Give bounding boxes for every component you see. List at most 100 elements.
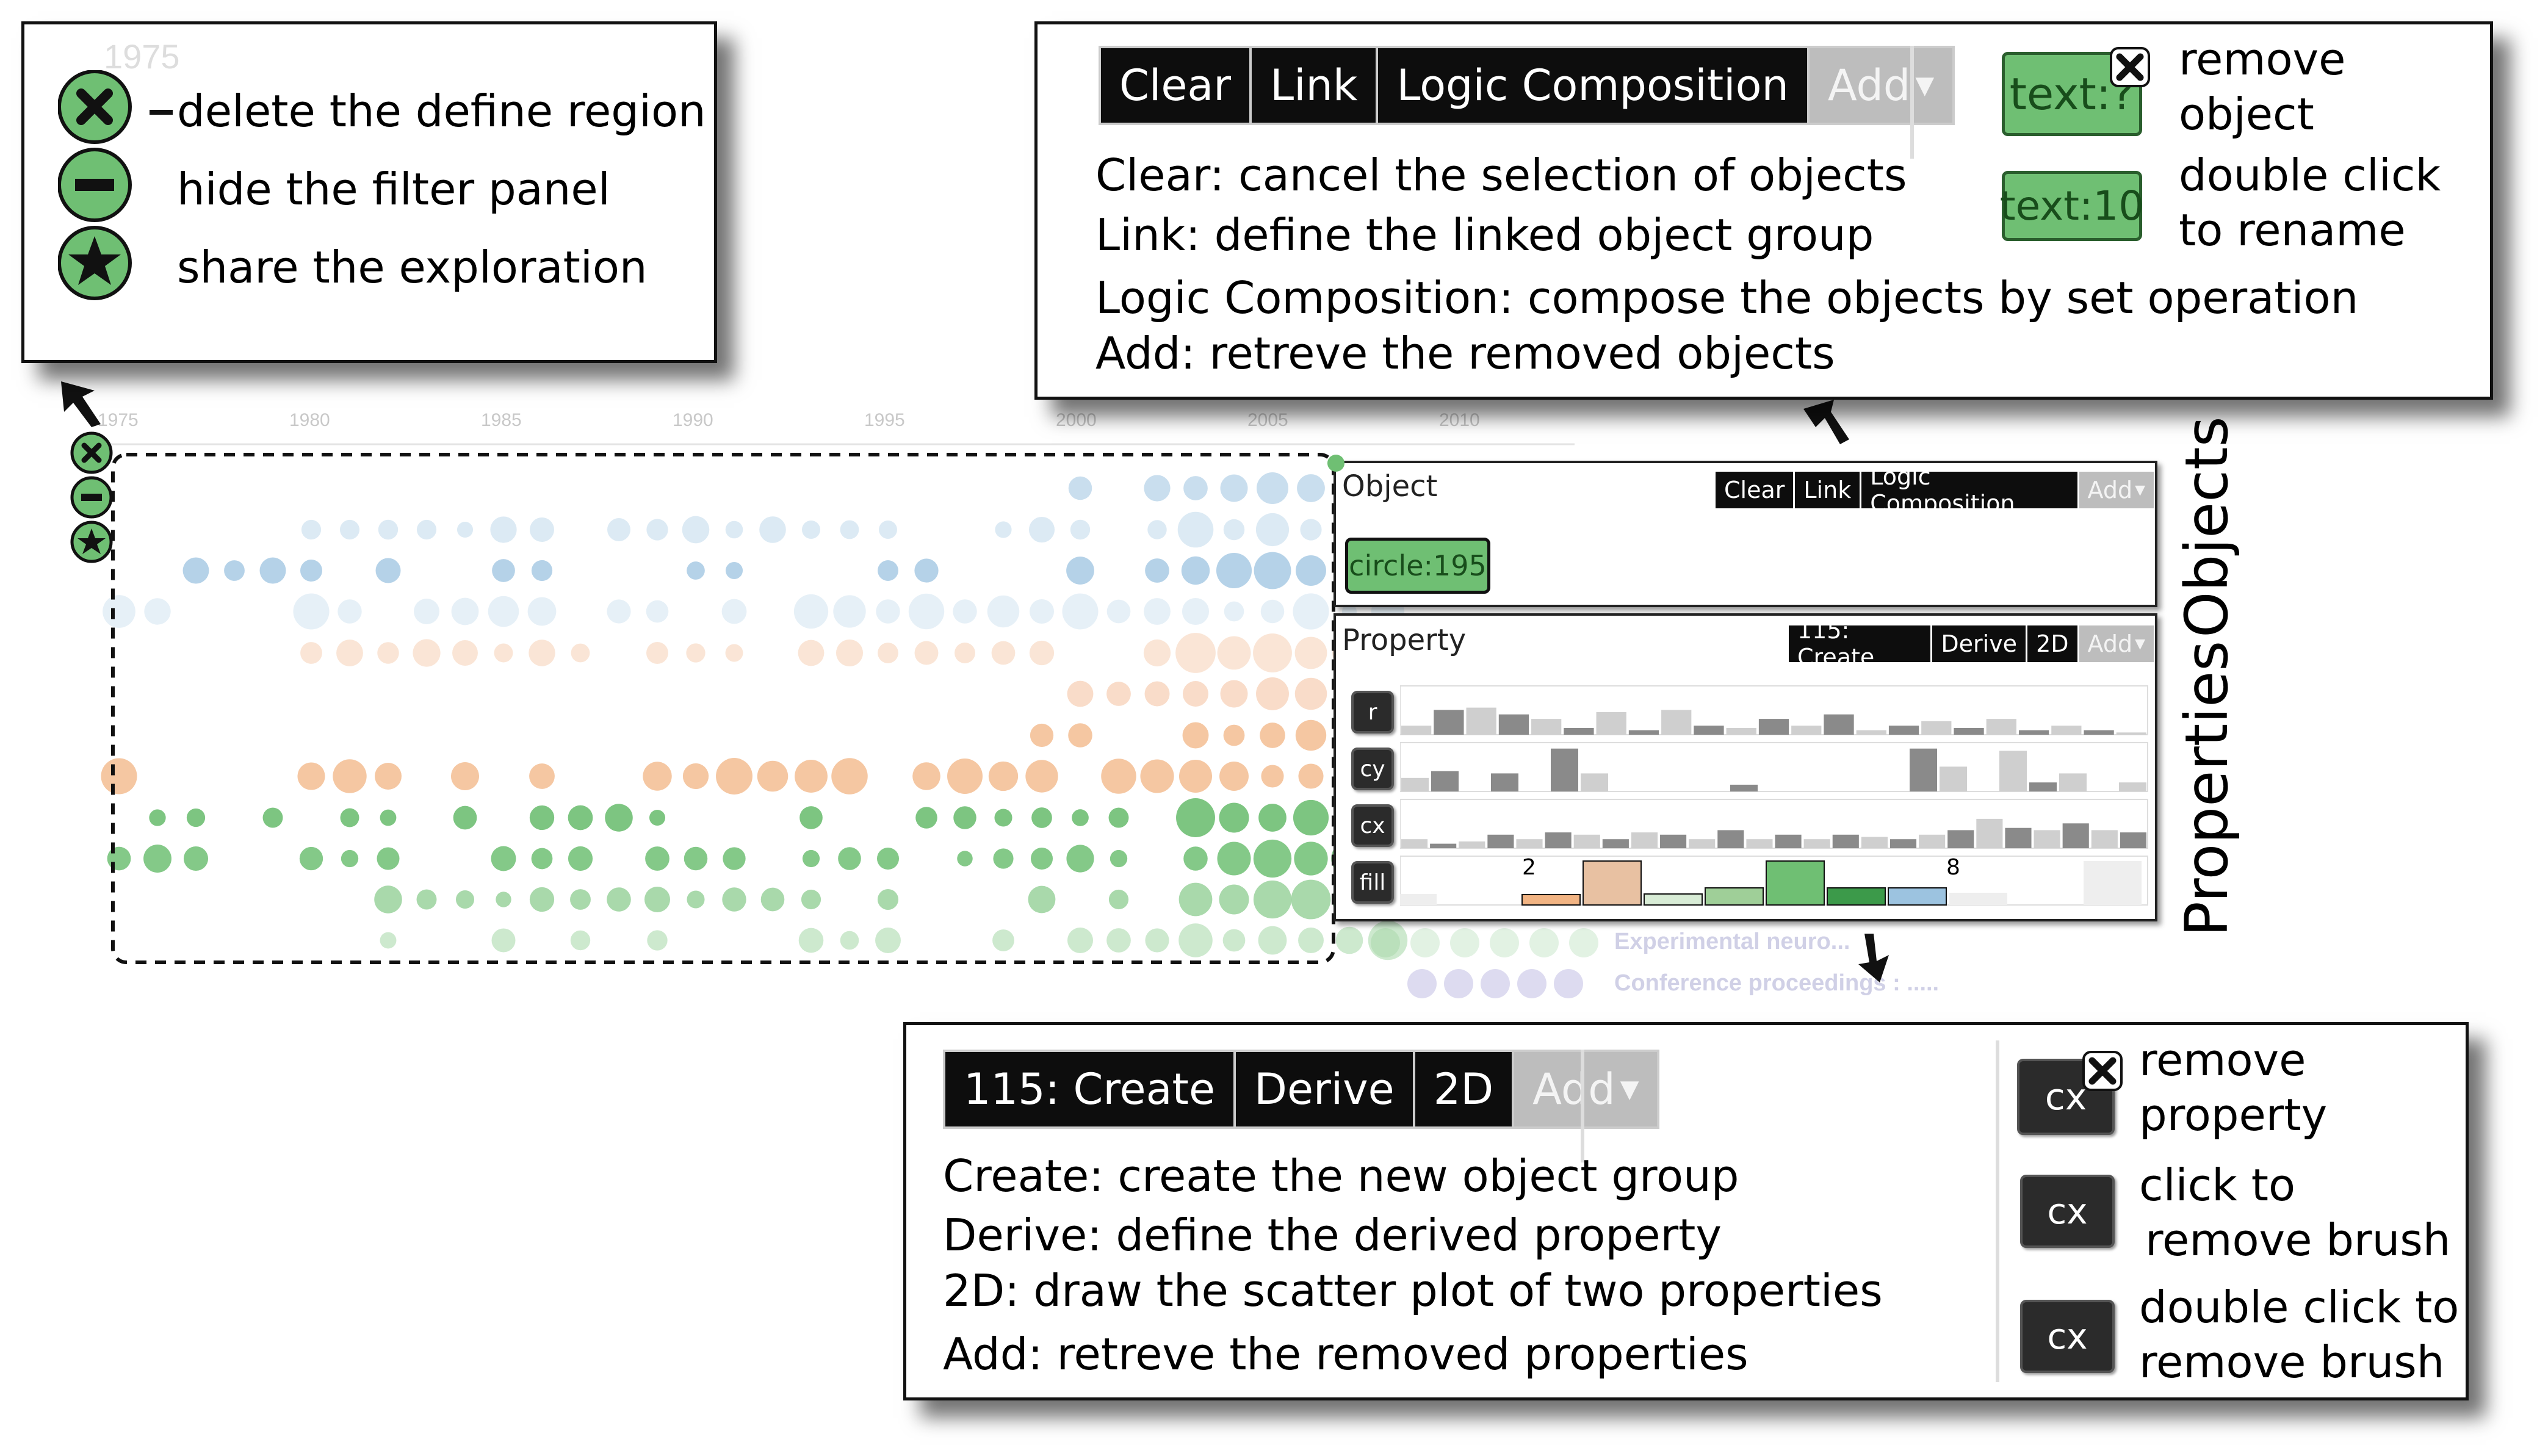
data-dot[interactable] bbox=[799, 806, 823, 829]
data-dot[interactable] bbox=[1260, 599, 1285, 624]
data-dot[interactable] bbox=[759, 516, 786, 543]
histogram-bar[interactable] bbox=[1986, 719, 2016, 735]
data-dot[interactable] bbox=[1144, 475, 1171, 502]
data-dot[interactable] bbox=[107, 846, 131, 871]
data-dot[interactable] bbox=[1066, 557, 1094, 585]
histogram-bar[interactable] bbox=[1631, 832, 1658, 848]
data-dot[interactable] bbox=[374, 885, 402, 914]
data-dot[interactable] bbox=[646, 642, 668, 664]
data-dot[interactable] bbox=[1298, 763, 1324, 789]
data-dot[interactable] bbox=[1256, 472, 1289, 505]
data-dot[interactable] bbox=[1178, 923, 1213, 957]
data-dot[interactable] bbox=[1031, 807, 1052, 828]
data-dot[interactable] bbox=[571, 643, 590, 663]
histogram-bar[interactable] bbox=[2119, 782, 2146, 791]
close-icon[interactable] bbox=[2109, 46, 2151, 88]
histogram-bar[interactable] bbox=[1581, 773, 1608, 791]
data-dot[interactable] bbox=[875, 928, 901, 953]
data-dot[interactable] bbox=[953, 806, 976, 829]
data-dot[interactable] bbox=[987, 595, 1020, 628]
data-dot[interactable] bbox=[1143, 639, 1171, 667]
data-dot[interactable] bbox=[1176, 798, 1215, 837]
data-dot[interactable] bbox=[527, 597, 557, 626]
histogram-bar[interactable] bbox=[1459, 841, 1485, 848]
histogram-bar[interactable] bbox=[1401, 726, 1432, 735]
data-dot[interactable] bbox=[1177, 511, 1214, 548]
histogram-bar[interactable] bbox=[1775, 834, 1802, 848]
data-dot[interactable] bbox=[377, 847, 400, 870]
data-dot[interactable] bbox=[1068, 723, 1092, 748]
histogram-bar[interactable] bbox=[2062, 823, 2089, 848]
data-dot[interactable] bbox=[716, 758, 752, 795]
data-dot[interactable] bbox=[1028, 885, 1056, 914]
data-dot[interactable] bbox=[1220, 474, 1248, 502]
delete-region-button[interactable] bbox=[70, 431, 113, 474]
fill-bin[interactable] bbox=[1644, 893, 1703, 906]
derive-button[interactable]: Derive bbox=[1236, 1052, 1413, 1126]
data-dot[interactable] bbox=[995, 521, 1012, 538]
data-dot[interactable] bbox=[1217, 636, 1251, 670]
clear-button[interactable]: Clear bbox=[1101, 48, 1250, 123]
data-dot[interactable] bbox=[646, 600, 669, 623]
close-icon[interactable] bbox=[2081, 1050, 2124, 1092]
property-tag-r[interactable]: r bbox=[1351, 691, 1394, 733]
data-dot[interactable] bbox=[529, 805, 555, 831]
data-dot[interactable] bbox=[530, 517, 554, 542]
data-dot[interactable] bbox=[994, 809, 1012, 827]
histogram-bar[interactable] bbox=[2059, 773, 2087, 791]
data-dot[interactable] bbox=[1410, 928, 1440, 957]
data-dot[interactable] bbox=[1219, 802, 1249, 833]
histogram-bar[interactable] bbox=[1401, 839, 1428, 848]
data-dot[interactable] bbox=[1517, 969, 1546, 998]
data-dot[interactable] bbox=[1294, 636, 1327, 669]
data-dot[interactable] bbox=[1178, 882, 1213, 917]
data-dot[interactable] bbox=[605, 804, 633, 832]
data-dot[interactable] bbox=[1296, 555, 1326, 586]
histogram-bar[interactable] bbox=[1803, 839, 1830, 848]
histogram-bar[interactable] bbox=[1999, 751, 2027, 791]
data-dot[interactable] bbox=[186, 808, 206, 827]
data-dot[interactable] bbox=[1224, 601, 1244, 622]
data-dot[interactable] bbox=[686, 643, 706, 663]
data-dot[interactable] bbox=[259, 557, 286, 584]
data-dot[interactable] bbox=[101, 758, 137, 795]
data-dot[interactable] bbox=[801, 520, 821, 539]
data-dot[interactable] bbox=[644, 886, 671, 913]
data-dot[interactable] bbox=[725, 521, 743, 539]
fill-bin[interactable] bbox=[1521, 894, 1581, 906]
data-dot[interactable] bbox=[757, 760, 789, 792]
fill-bin[interactable] bbox=[1705, 887, 1764, 906]
data-dot[interactable] bbox=[1291, 879, 1331, 920]
data-dot[interactable] bbox=[224, 560, 245, 581]
data-dot[interactable] bbox=[300, 559, 323, 582]
data-dot[interactable] bbox=[798, 928, 824, 953]
data-dot[interactable] bbox=[1068, 476, 1092, 500]
data-dot[interactable] bbox=[1067, 927, 1094, 954]
histogram-bar[interactable] bbox=[1921, 721, 1952, 735]
data-dot[interactable] bbox=[491, 846, 516, 871]
data-dot[interactable] bbox=[183, 846, 209, 871]
data-dot[interactable] bbox=[831, 758, 868, 795]
2d-button[interactable]: 2D bbox=[2027, 625, 2077, 662]
histogram-bar[interactable] bbox=[1466, 707, 1496, 735]
data-dot[interactable] bbox=[1490, 928, 1519, 957]
data-dot[interactable] bbox=[908, 593, 945, 630]
histogram-bar[interactable] bbox=[1434, 710, 1464, 735]
data-dot[interactable] bbox=[380, 809, 397, 826]
data-dot[interactable] bbox=[494, 643, 513, 663]
histogram-bar[interactable] bbox=[1919, 834, 1946, 848]
data-dot[interactable] bbox=[878, 643, 898, 663]
data-dot[interactable] bbox=[1067, 680, 1094, 707]
data-dot[interactable] bbox=[682, 516, 710, 544]
add-dropdown-button[interactable]: Add▼ bbox=[2079, 472, 2154, 508]
data-dot[interactable] bbox=[760, 887, 785, 912]
histogram-bar[interactable] bbox=[2034, 830, 2060, 848]
data-dot[interactable] bbox=[1029, 640, 1055, 666]
property-tag-brushed-alt[interactable]: cx bbox=[2020, 1300, 2115, 1373]
data-dot[interactable] bbox=[1101, 759, 1136, 794]
data-dot[interactable] bbox=[1481, 969, 1510, 998]
histogram-bar[interactable] bbox=[1660, 834, 1687, 848]
data-dot[interactable] bbox=[835, 639, 864, 667]
histogram-bar[interactable] bbox=[1910, 748, 1937, 791]
data-dot[interactable] bbox=[1335, 926, 1363, 954]
